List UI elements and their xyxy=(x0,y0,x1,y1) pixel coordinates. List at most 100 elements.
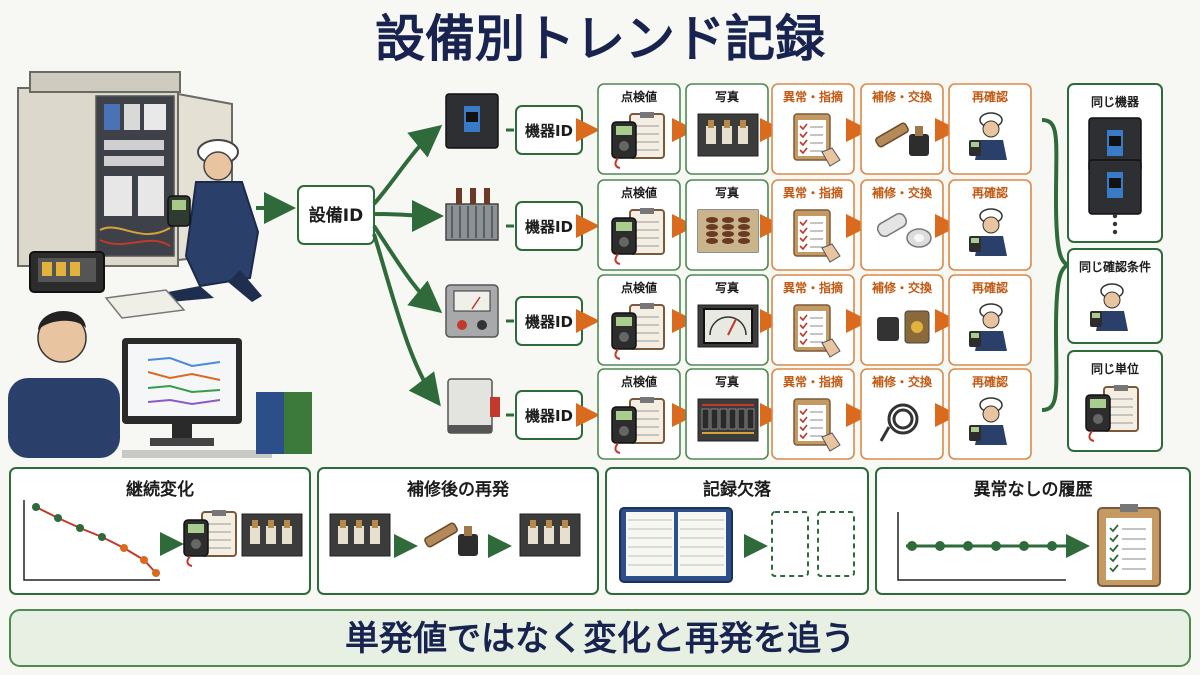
pattern-label: 記録欠落 xyxy=(703,479,772,500)
step-label: 異常・指摘 xyxy=(783,280,843,295)
step-label: 補修・交換 xyxy=(871,374,933,389)
criteria-label: 同じ機器 xyxy=(1091,94,1140,109)
flat-trend-icon xyxy=(897,504,1161,587)
step-label: 点検値 xyxy=(621,374,657,389)
step-card-photo[interactable]: 写真 xyxy=(685,274,769,366)
grouping-brace xyxy=(1041,118,1074,412)
multimeter-clipboard-icon xyxy=(611,397,665,454)
pattern-label: 補修後の再発 xyxy=(406,479,510,500)
equipment-row: 機器ID 点検値 写真 異常・指摘 補修・交換 再確認 xyxy=(445,83,1032,175)
worker-meter-icon xyxy=(969,208,1007,256)
worker-meter-icon xyxy=(969,112,1007,160)
step-label: 写真 xyxy=(715,89,739,104)
pattern-panel: 異常なしの履歴 xyxy=(875,467,1191,595)
step-card-recheck[interactable]: 再確認 xyxy=(948,83,1032,175)
pattern-panel: 継続変化 xyxy=(9,467,311,595)
step-label: 再確認 xyxy=(972,185,1008,200)
step-card-photo[interactable]: 写真 xyxy=(685,83,769,175)
technician-kneeling-illustration xyxy=(167,139,262,302)
step-label: 補修・交換 xyxy=(871,280,933,295)
step-card-recheck[interactable]: 再確認 xyxy=(948,179,1032,271)
equipment-row: 機器ID 点検値 写真 異常・指摘 補修・交換 再確認 xyxy=(445,274,1032,366)
step-card-repair[interactable]: 補修・交換 xyxy=(860,274,944,366)
step-card-repair[interactable]: 補修・交換 xyxy=(860,368,944,460)
page-title: 設備別トレンド記録 xyxy=(375,10,826,68)
machine-id-label: 機器ID xyxy=(525,122,573,140)
pattern-panel: 記録欠落 xyxy=(605,467,869,595)
step-label: 写真 xyxy=(715,280,739,295)
pattern-label: 異常なしの履歴 xyxy=(974,479,1093,500)
step-label: 写真 xyxy=(715,185,739,200)
gauge-photo-icon xyxy=(697,304,759,348)
step-card-repair[interactable]: 補修・交換 xyxy=(860,83,944,175)
equipment-row: 機器ID 点検値 写真 異常・指摘 補修・交換 再確認 xyxy=(447,368,1032,460)
panel-meter-icon xyxy=(445,284,499,338)
switch-parts-icon xyxy=(877,310,930,344)
step-label: 異常・指摘 xyxy=(783,89,843,104)
step-label: 点検値 xyxy=(621,89,657,104)
step-card-inspect[interactable]: 点検値 xyxy=(597,368,681,460)
tool-case-illustration xyxy=(29,251,186,319)
relay-box-icon xyxy=(447,378,500,434)
transformer-icon xyxy=(445,188,499,241)
criteria-card: 同じ機器 xyxy=(1067,83,1163,243)
step-label: 補修・交換 xyxy=(871,185,933,200)
worker-meter-icon xyxy=(1090,283,1128,331)
criteria-card: 同じ確認条件 xyxy=(1067,248,1163,344)
equipment-id-label: 設備ID xyxy=(309,205,363,226)
busbar-part-icon xyxy=(875,122,929,156)
checklist-pointing-icon xyxy=(793,304,841,358)
equipment-row: 機器ID 点検値 写真 異常・指摘 補修・交換 再確認 xyxy=(445,179,1032,271)
step-card-finding[interactable]: 異常・指摘 xyxy=(771,368,855,460)
step-card-photo[interactable]: 写真 xyxy=(685,368,769,460)
step-card-finding[interactable]: 異常・指摘 xyxy=(771,179,855,271)
step-card-inspect[interactable]: 点検値 xyxy=(597,179,681,271)
pattern-panel: 補修後の再発 xyxy=(317,467,599,595)
step-label: 再確認 xyxy=(972,374,1008,389)
step-label: 点検値 xyxy=(621,185,657,200)
step-label: 点検値 xyxy=(621,280,657,295)
machine-id-label: 機器ID xyxy=(525,218,573,236)
footer-banner xyxy=(9,609,1191,667)
step-card-inspect[interactable]: 点検値 xyxy=(597,83,681,175)
step-card-photo[interactable]: 写真 xyxy=(685,179,769,271)
footer-text: 単発値ではなく変化と再発を追う xyxy=(345,619,855,659)
criteria-card: 同じ単位 xyxy=(1067,350,1163,452)
step-card-inspect[interactable]: 点検値 xyxy=(597,274,681,366)
step-card-recheck[interactable]: 再確認 xyxy=(948,274,1032,366)
machine-id-label: 機器ID xyxy=(525,407,573,425)
pattern-label: 継続変化 xyxy=(126,479,194,500)
machine-id-label: 機器ID xyxy=(525,313,573,331)
checklist-pointing-icon xyxy=(793,113,841,167)
multimeter-clipboard-icon xyxy=(611,112,665,169)
worker-meter-icon xyxy=(969,397,1007,445)
step-card-finding[interactable]: 異常・指摘 xyxy=(771,274,855,366)
step-card-repair[interactable]: 補修・交換 xyxy=(860,179,944,271)
step-label: 再確認 xyxy=(972,89,1008,104)
step-card-recheck[interactable]: 再確認 xyxy=(948,368,1032,460)
circuit-breaker-icon xyxy=(445,93,499,149)
multimeter-clipboard-icon xyxy=(1085,385,1139,442)
fan-out-arrows xyxy=(372,124,444,407)
recurrence-icon xyxy=(329,513,581,558)
terminal-photo-icon xyxy=(697,113,759,157)
checklist-pointing-icon xyxy=(793,398,841,452)
analyst-at-monitor-illustration xyxy=(8,310,312,458)
step-label: 補修・交換 xyxy=(871,89,933,104)
step-label: 写真 xyxy=(715,374,739,389)
fuse-washer-icon xyxy=(876,212,932,248)
step-card-finding[interactable]: 異常・指摘 xyxy=(771,83,855,175)
missing-record-icon xyxy=(619,507,855,583)
step-label: 異常・指摘 xyxy=(783,185,843,200)
breaker-stack-icon xyxy=(1088,117,1142,235)
criteria-label: 同じ確認条件 xyxy=(1079,259,1151,274)
step-label: 異常・指摘 xyxy=(783,374,843,389)
cable-icon xyxy=(879,403,919,442)
checklist-pointing-icon xyxy=(793,209,841,263)
worker-meter-icon xyxy=(969,303,1007,351)
insulator-photo-icon xyxy=(697,209,759,253)
multimeter-clipboard-icon xyxy=(611,208,665,265)
criteria-label: 同じ単位 xyxy=(1091,361,1139,376)
terminal-block-photo-icon xyxy=(697,398,759,442)
step-label: 再確認 xyxy=(972,280,1008,295)
